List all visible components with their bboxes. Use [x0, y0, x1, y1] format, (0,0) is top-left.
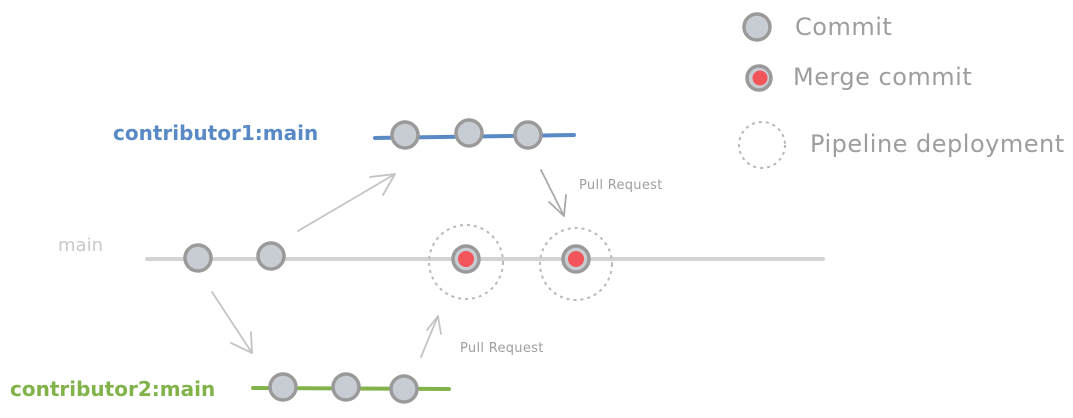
pull-request-label-2: Pull Request — [460, 341, 544, 356]
contributor2-branch-label: contributor2:main — [10, 377, 215, 401]
legend-pipeline-icon — [738, 121, 786, 169]
contributor1-commit-1 — [390, 120, 420, 150]
pipeline-ring-1 — [428, 224, 504, 300]
pipeline-ring-2 — [539, 227, 613, 301]
contributor2-commit-1 — [268, 372, 298, 402]
arrow-pr1 — [540, 169, 565, 217]
arrow-main-to-contributor1 — [297, 173, 396, 232]
contributor1-branch-label: contributor1:main — [113, 121, 318, 145]
merge-commit-1-dot — [458, 251, 474, 267]
legend: Commit Merge commit Pipeline deployment — [738, 12, 1065, 169]
arrow-main-to-contributor1-head — [369, 173, 396, 196]
arrow-main-to-contributor2-head — [230, 331, 253, 354]
arrow-main-to-contributor2 — [211, 291, 253, 354]
branch-arrows — [211, 169, 567, 358]
contributor2-commit-3 — [389, 374, 419, 404]
legend-pipeline-label: Pipeline deployment — [810, 130, 1065, 158]
pull-request-label-1: Pull Request — [579, 178, 663, 193]
main-branch: main — [58, 224, 825, 301]
contributor1-branch: contributor1:main — [113, 118, 576, 150]
legend-commit-label: Commit — [795, 13, 892, 41]
main-commit-2 — [256, 241, 286, 271]
contributor2-commit-2 — [331, 372, 361, 402]
legend-commit-icon — [742, 12, 772, 42]
legend-merge-dot — [752, 70, 768, 86]
contributor1-commit-2 — [454, 118, 484, 148]
merge-commit-2-dot — [568, 251, 584, 267]
main-branch-label: main — [58, 235, 103, 256]
arrow-pr2-head — [426, 315, 442, 335]
contributor2-branch: contributor2:main — [10, 372, 451, 404]
contributor1-commit-3 — [513, 120, 543, 150]
main-commit-1 — [183, 243, 213, 273]
arrow-pr1-head — [548, 194, 567, 217]
arrow-pr2 — [420, 315, 439, 358]
legend-merge-label: Merge commit — [793, 63, 972, 91]
